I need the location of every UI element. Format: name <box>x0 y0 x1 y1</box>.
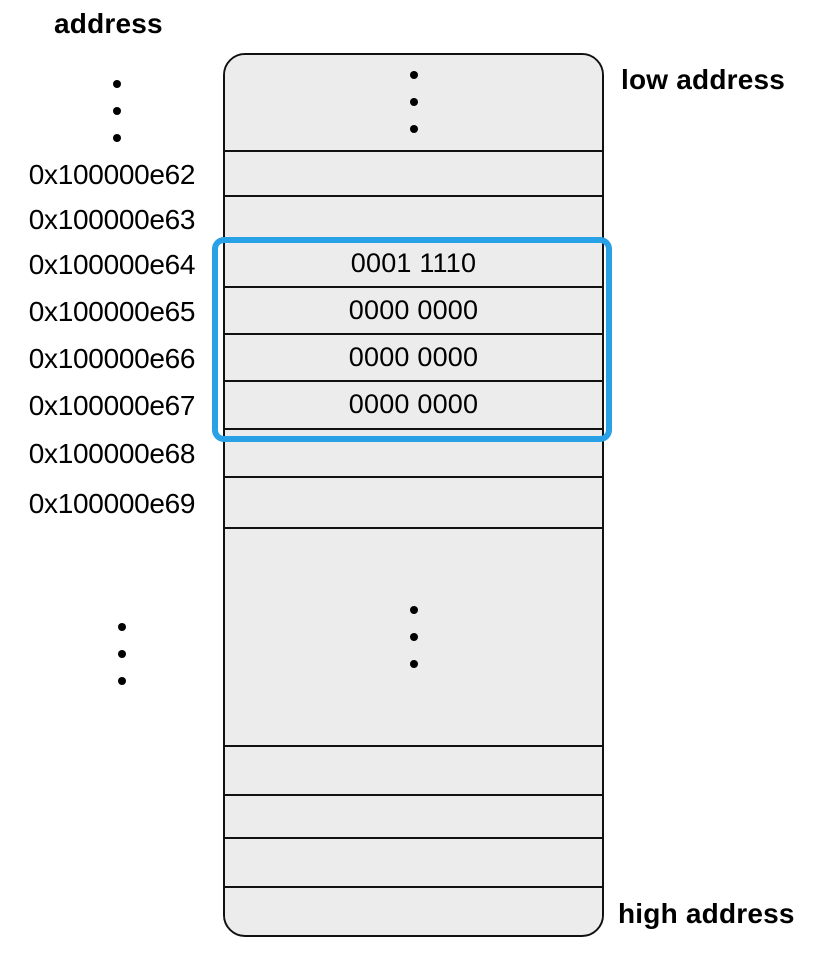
address-label-e65: 0x100000e65 <box>28 295 196 327</box>
address-label-e68: 0x100000e68 <box>28 438 196 469</box>
dot <box>118 677 126 685</box>
dot <box>409 659 418 668</box>
address-label-e62: 0x100000e62 <box>28 158 196 190</box>
address-label-e69: 0x100000e69 <box>28 487 196 519</box>
memory-row-e69 <box>225 477 602 529</box>
dot <box>409 125 418 134</box>
address-label-e67: 0x100000e67 <box>28 390 196 421</box>
dot <box>409 71 418 80</box>
vertical-ellipsis-left-top <box>113 80 121 142</box>
address-column-title: address <box>54 8 163 39</box>
high-address-label: high address <box>618 898 795 929</box>
dot <box>113 80 121 88</box>
address-label-e64: 0x100000e64 <box>28 249 196 280</box>
memory-row-e64: 0001 1110 <box>225 241 602 288</box>
low-address-label: low address <box>621 64 786 95</box>
memory-row-blank-1 <box>225 746 602 796</box>
memory-row-e65: 0000 0000 <box>225 287 602 335</box>
memory-row-e68 <box>225 429 602 478</box>
dot <box>113 107 121 115</box>
address-label-e66: 0x100000e66 <box>28 342 196 374</box>
dot <box>409 632 418 641</box>
dot <box>409 605 418 614</box>
dot <box>409 98 418 107</box>
memory-row-blank-4 <box>225 887 602 934</box>
address-label-e63: 0x100000e63 <box>28 203 196 235</box>
dot <box>118 650 126 658</box>
dot <box>113 134 121 142</box>
vertical-ellipsis-left-bottom <box>118 623 126 685</box>
memory-row-e62 <box>225 151 602 197</box>
vertical-ellipsis-box-top <box>409 71 418 134</box>
memory-box: 0001 1110 0000 0000 0000 0000 0000 0000 <box>223 53 604 937</box>
vertical-ellipsis-box-middle <box>409 605 418 668</box>
dot <box>118 623 126 631</box>
memory-row-e67: 0000 0000 <box>225 381 602 430</box>
memory-row-e66: 0000 0000 <box>225 334 602 382</box>
memory-row-ellipsis-middle <box>225 528 602 747</box>
memory-row-ellipsis-top <box>225 55 602 152</box>
memory-row-blank-3 <box>225 838 602 888</box>
memory-row-e63 <box>225 196 602 242</box>
memory-row-blank-2 <box>225 795 602 839</box>
